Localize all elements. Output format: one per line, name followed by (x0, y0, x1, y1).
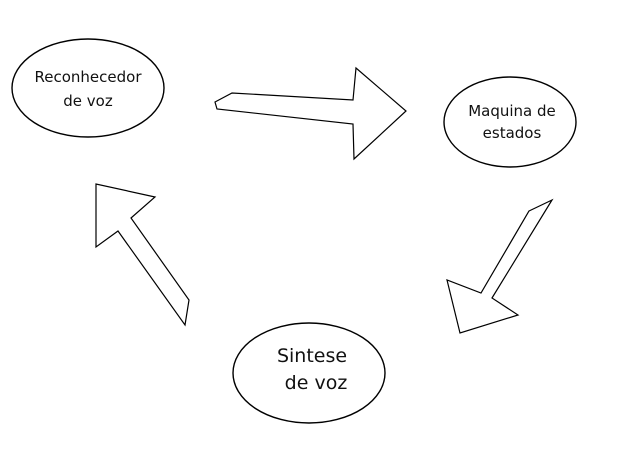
node-synthesis-ellipse (232, 322, 386, 424)
node-synthesis-label-line1: Sintese (277, 345, 347, 367)
node-recognizer-label-line1: Reconhecedor (35, 68, 143, 86)
node-synthesis: Sintese de voz (232, 322, 386, 424)
node-synthesis-label-line2: de voz (285, 372, 348, 394)
node-state-machine-label-line1: Maquina de (468, 102, 556, 120)
node-recognizer-ellipse (11, 38, 165, 138)
node-state-machine-ellipse (443, 76, 577, 168)
node-state-machine: Maquina de estados (443, 76, 577, 168)
edge-arrow-state-machine-to-synthesis (446, 198, 554, 334)
edge-arrow-synthesis-to-recognizer (95, 183, 190, 327)
node-recognizer-label-line2: de voz (63, 92, 113, 110)
node-state-machine-label-line2: estados (483, 124, 542, 142)
node-recognizer: Reconhecedor de voz (11, 38, 165, 138)
edge-arrow-recognizer-to-state-machine (214, 66, 407, 161)
